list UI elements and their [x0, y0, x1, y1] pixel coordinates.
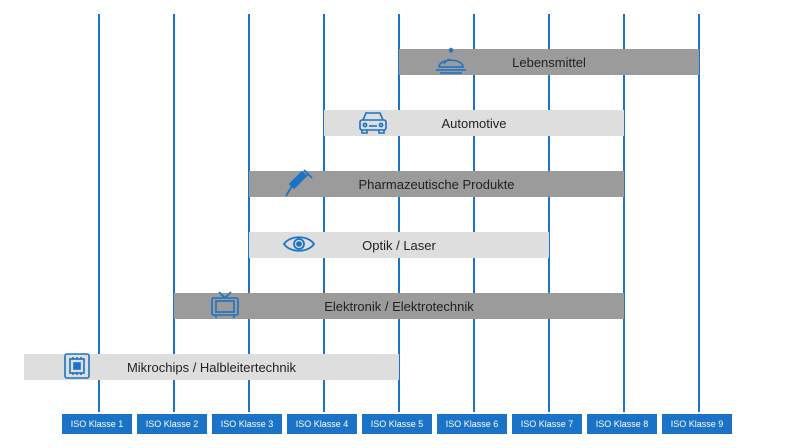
serving-cloche-icon: [434, 46, 468, 76]
iso-class-label: ISO Klasse 1: [62, 414, 132, 434]
syringe-icon: [282, 168, 316, 198]
industry-label: Pharmazeutische Produkte: [358, 176, 515, 192]
industry-bar: Elektronik / Elektrotechnik: [174, 293, 624, 319]
class-gridline: [698, 14, 700, 412]
iso-class-label: ISO Klasse 5: [362, 414, 432, 434]
microchip-icon: [60, 351, 94, 381]
class-gridline: [248, 14, 250, 412]
iso-class-label: ISO Klasse 8: [587, 414, 657, 434]
industry-label: Mikrochips / Halbleitertechnik: [126, 359, 297, 375]
industry-label: Optik / Laser: [362, 237, 436, 253]
eye-icon: [282, 229, 316, 259]
industry-label: Elektronik / Elektrotechnik: [324, 298, 474, 314]
iso-class-label: ISO Klasse 6: [437, 414, 507, 434]
iso-class-label: ISO Klasse 4: [287, 414, 357, 434]
iso-class-label: ISO Klasse 7: [512, 414, 582, 434]
industry-label: Lebensmittel: [512, 54, 586, 70]
class-gridline: [623, 14, 625, 412]
industry-bar: Automotive: [324, 110, 624, 136]
class-gridline: [173, 14, 175, 412]
industry-bar: Pharmazeutische Produkte: [249, 171, 624, 197]
class-gridline: [323, 14, 325, 412]
iso-class-label: ISO Klasse 2: [137, 414, 207, 434]
tv-icon: [208, 290, 242, 320]
iso-class-label: ISO Klasse 9: [662, 414, 732, 434]
class-gridline: [98, 14, 100, 412]
industry-bar: Mikrochips / Halbleitertechnik: [24, 354, 399, 380]
industry-label: Automotive: [441, 115, 507, 131]
class-gridline: [548, 14, 550, 412]
class-gridline: [473, 14, 475, 412]
car-icon: [356, 107, 390, 137]
class-gridline: [398, 14, 400, 412]
iso-class-label: ISO Klasse 3: [212, 414, 282, 434]
